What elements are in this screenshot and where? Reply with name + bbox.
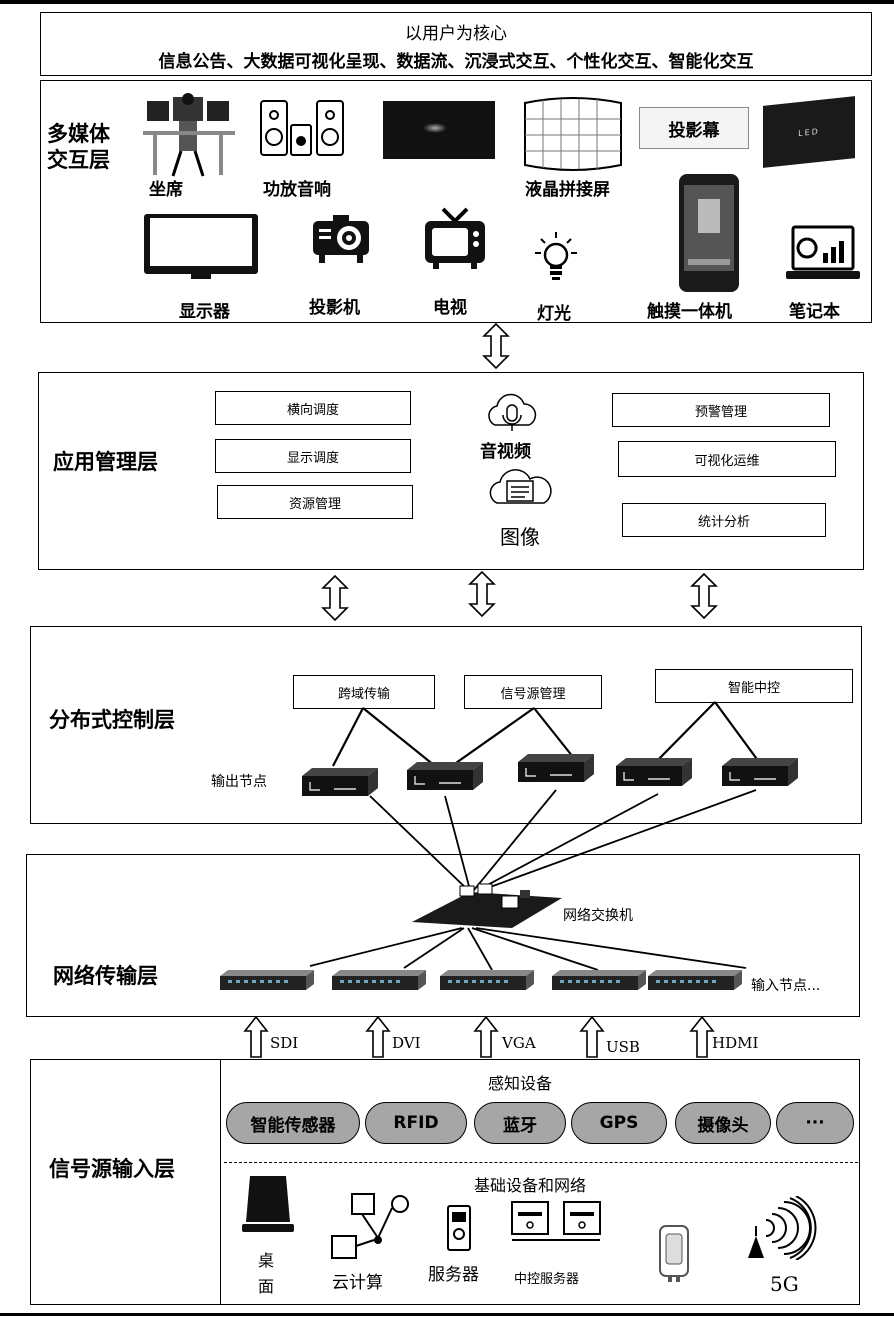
network-switch <box>412 884 562 928</box>
